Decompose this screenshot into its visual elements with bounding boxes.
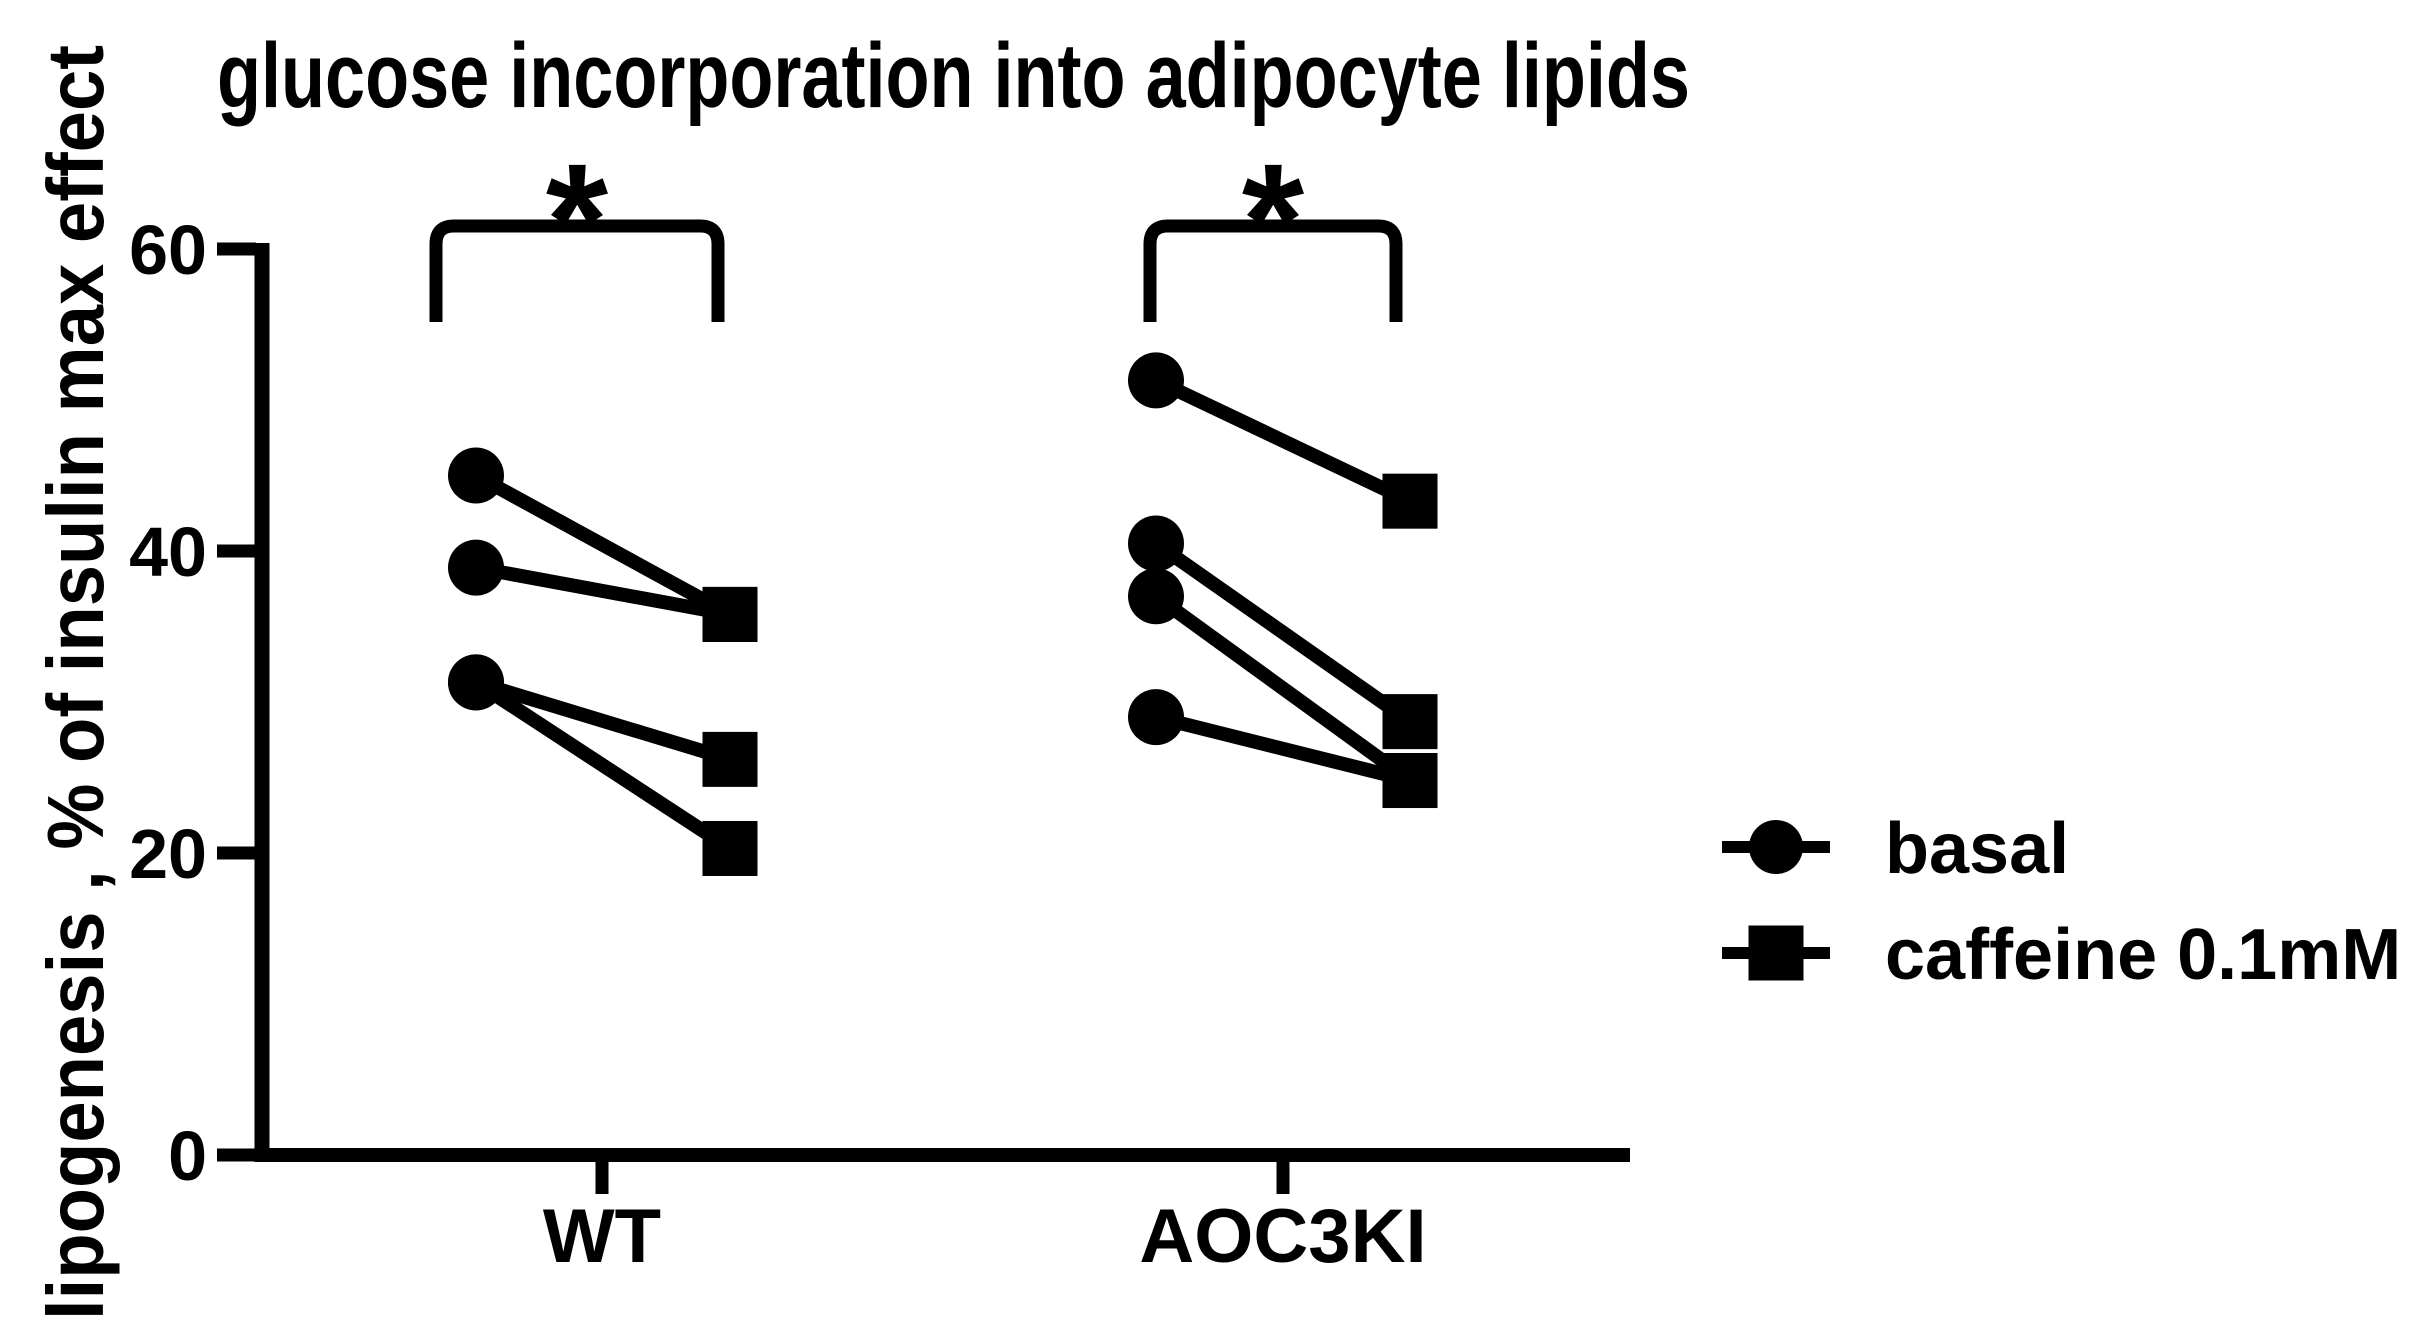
y-tick-label-0: 0 bbox=[168, 1117, 207, 1195]
pair-connector-line bbox=[1151, 590, 1415, 787]
pair-connector-line bbox=[1152, 374, 1414, 508]
caffeine-point bbox=[702, 586, 758, 642]
pair-connector-line bbox=[474, 560, 732, 622]
caffeine-point bbox=[1382, 473, 1438, 529]
significance-star-wt: * bbox=[546, 130, 609, 309]
legend-caffeine-square-icon bbox=[1748, 925, 1804, 981]
y-tick-label-20: 20 bbox=[129, 815, 207, 893]
caffeine-point bbox=[702, 820, 758, 876]
legend-basal-label: basal bbox=[1885, 809, 2069, 889]
pair-connector-line bbox=[472, 676, 734, 855]
y-tick-label-40: 40 bbox=[129, 513, 207, 591]
significance-bracket-aoc3ki bbox=[1143, 219, 1403, 322]
pair-connector-line bbox=[473, 675, 733, 767]
data-points-layer bbox=[448, 352, 1438, 876]
significance-star-aoc3ki: * bbox=[1242, 130, 1305, 309]
legend-caffeine-label: caffeine 0.1mM bbox=[1885, 915, 2401, 995]
legend: basal caffeine 0.1mM bbox=[1722, 809, 2401, 995]
pair-connector-line bbox=[472, 469, 734, 621]
basal-point bbox=[1128, 568, 1184, 625]
basal-point bbox=[448, 447, 504, 504]
x-label-wt: WT bbox=[543, 1194, 661, 1279]
y-axis-label: lipogenesis , % of insulin max effect bbox=[31, 45, 120, 1320]
x-label-aoc3ki: AOC3KI bbox=[1139, 1194, 1426, 1279]
basal-point bbox=[448, 654, 504, 711]
basal-point bbox=[448, 539, 504, 596]
chart-title: glucose incorporation into adipocyte lip… bbox=[217, 25, 1690, 127]
legend-basal-circle-icon bbox=[1749, 820, 1803, 874]
significance-bracket-wt bbox=[429, 219, 725, 322]
y-tick-label-60: 60 bbox=[129, 211, 207, 289]
basal-point bbox=[1128, 515, 1184, 572]
basal-point bbox=[1128, 352, 1184, 409]
caffeine-point bbox=[702, 731, 758, 787]
pair-connector-line bbox=[1154, 710, 1412, 788]
basal-point bbox=[1128, 689, 1184, 746]
caffeine-point bbox=[1382, 753, 1438, 809]
pair-connector-line bbox=[1151, 537, 1415, 728]
caffeine-point bbox=[1382, 694, 1438, 750]
